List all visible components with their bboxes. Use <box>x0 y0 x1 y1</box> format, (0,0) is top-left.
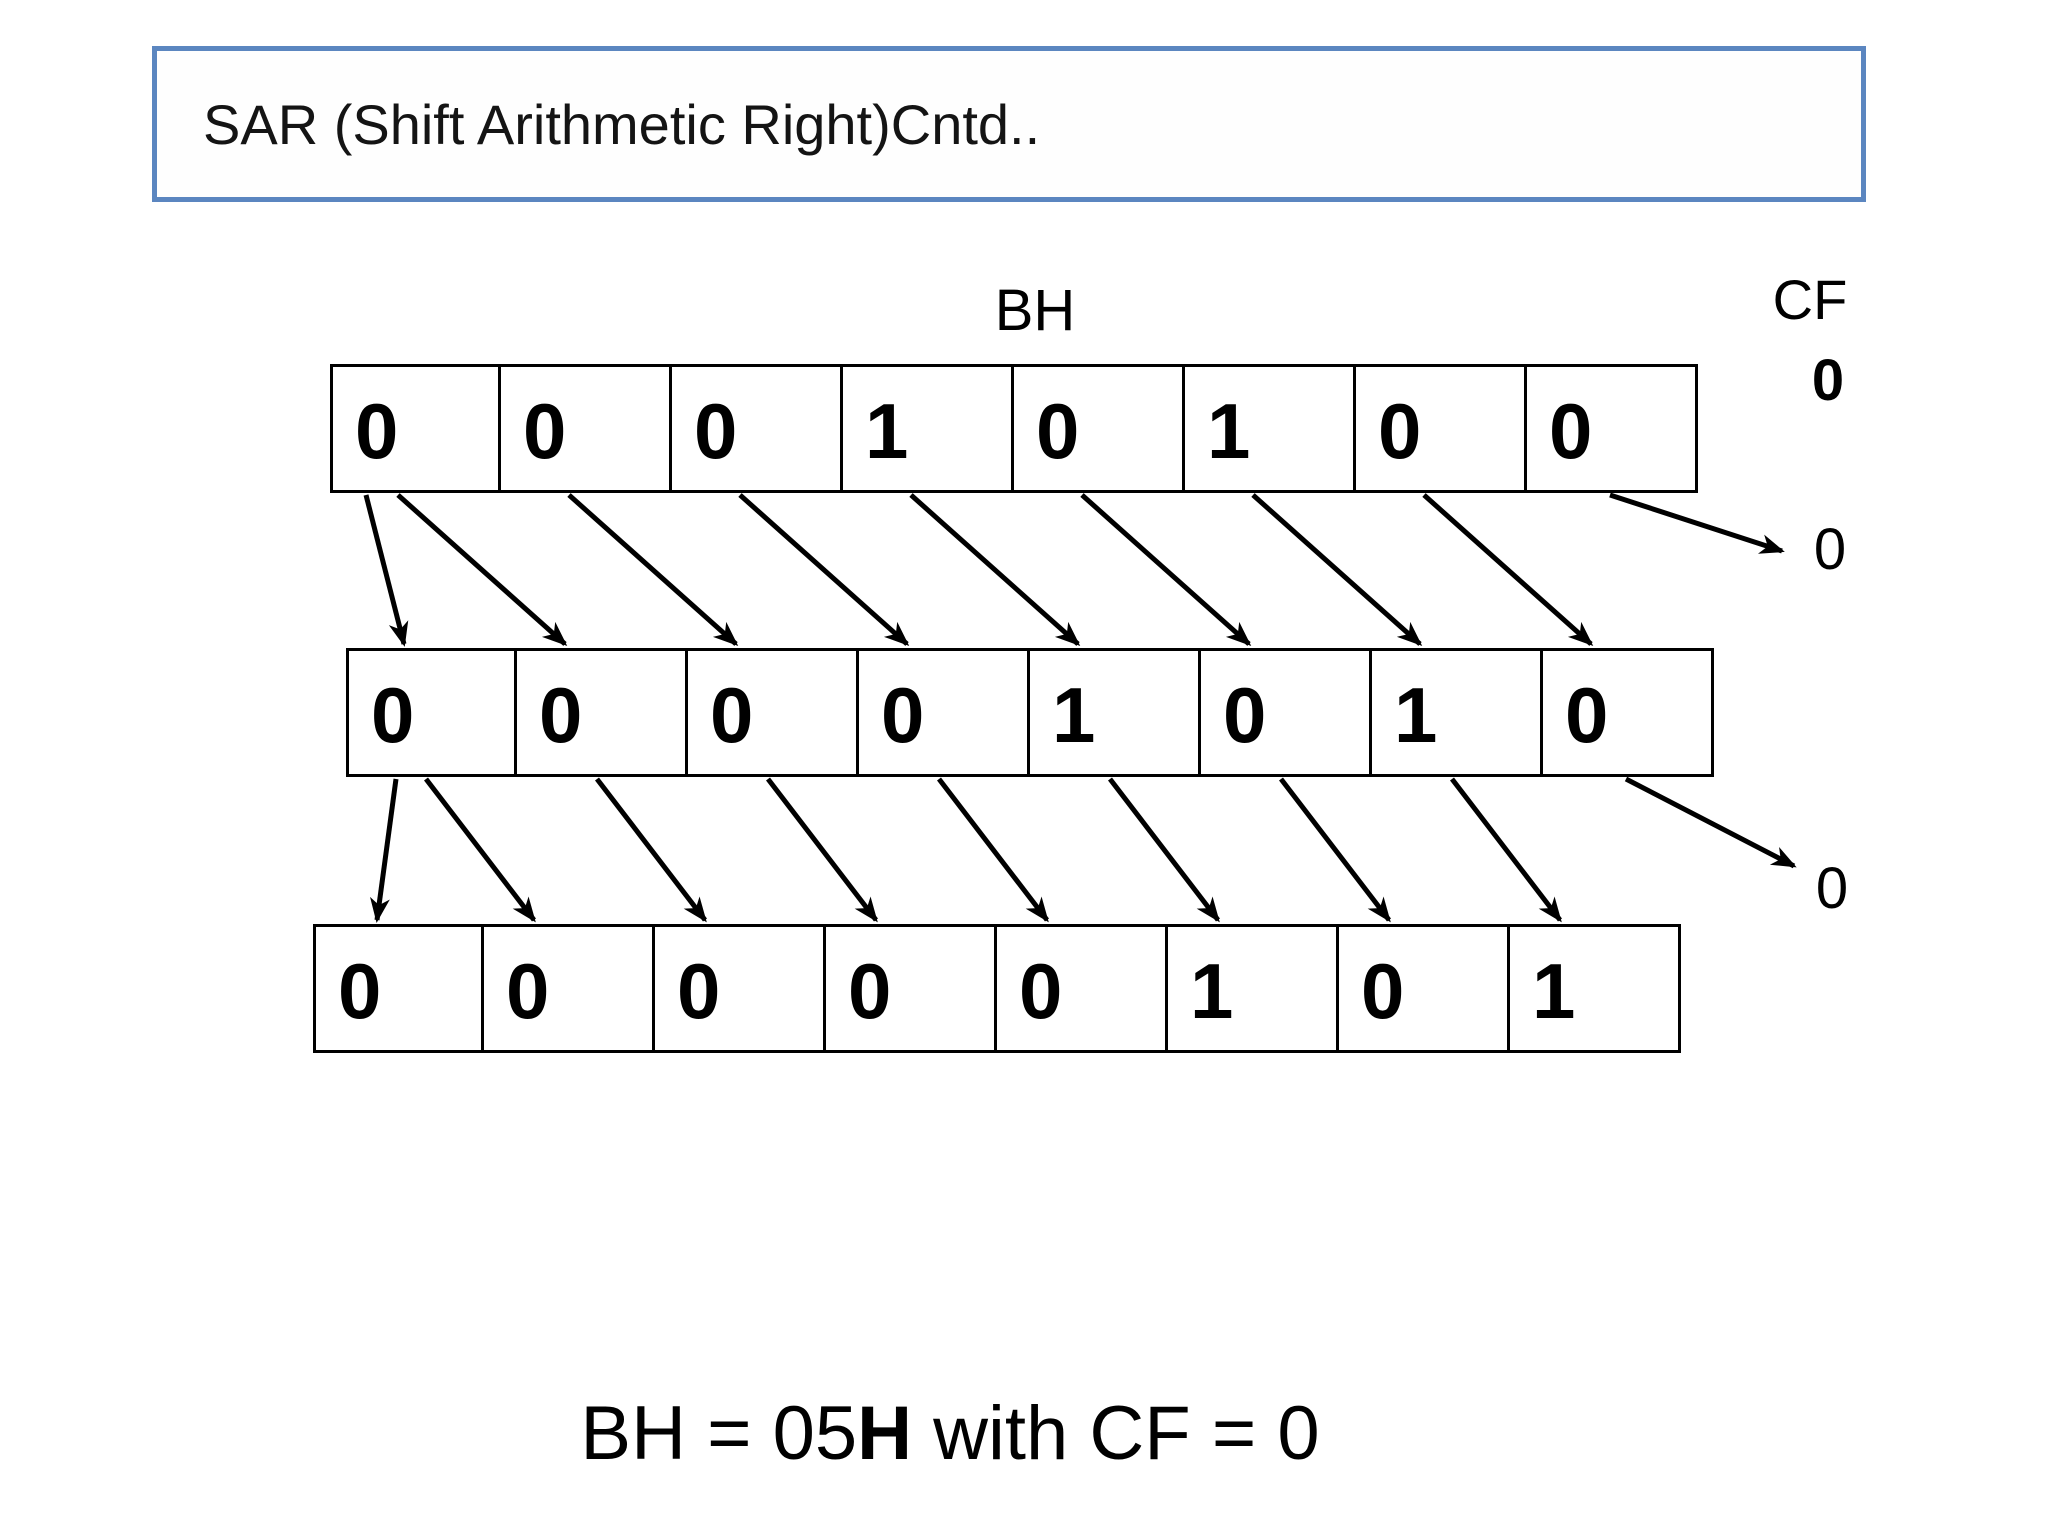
bit-value: 1 <box>865 386 909 475</box>
bit-cell: 0 <box>517 648 688 777</box>
bit-value: 0 <box>1361 946 1405 1035</box>
bit-value: 1 <box>1190 946 1234 1035</box>
bit-cell: 0 <box>859 648 1030 777</box>
bit-value: 0 <box>1378 386 1422 475</box>
bit-cell: 0 <box>313 924 484 1053</box>
shift-arrow <box>1450 777 1562 923</box>
bit-value: 0 <box>1019 946 1063 1035</box>
sign-extend-arrow <box>370 778 399 923</box>
bit-value: 1 <box>1207 386 1251 475</box>
carry-out-value-2: 0 <box>1815 856 1849 921</box>
shift-arrow <box>424 777 536 923</box>
bit-cell: 1 <box>1510 924 1681 1053</box>
shift-arrow <box>1279 777 1391 923</box>
bit-value: 0 <box>1549 386 1593 475</box>
bit-value: 0 <box>1565 670 1609 759</box>
shift-arrow <box>1251 493 1423 646</box>
result-bold-h: H <box>857 1391 913 1476</box>
register-label-bh: BH <box>994 278 1076 343</box>
bit-cell: 0 <box>688 648 859 777</box>
bit-cell: 0 <box>484 924 655 1053</box>
page-title: SAR (Shift Arithmetic Right)Cntd.. <box>203 92 1041 156</box>
bit-cell: 0 <box>1356 364 1527 493</box>
bit-value: 0 <box>1223 670 1267 759</box>
bit-value: 0 <box>694 386 738 475</box>
carry-out-value-1: 0 <box>1813 517 1847 582</box>
bit-value: 0 <box>506 946 550 1035</box>
shift-arrow <box>396 493 568 646</box>
bit-cell: 1 <box>843 364 1014 493</box>
shift-arrow <box>909 493 1081 646</box>
bit-value: 0 <box>338 946 382 1035</box>
title-box: SAR (Shift Arithmetic Right)Cntd.. <box>152 46 1866 202</box>
bit-cell: 0 <box>1201 648 1372 777</box>
result-line: BH = 05H with CF = 0 <box>80 1392 1820 1476</box>
bit-value: 0 <box>710 670 754 759</box>
bit-row-after-second-shift: 0 0 0 0 0 1 0 1 <box>313 924 1681 1053</box>
bit-value: 0 <box>881 670 925 759</box>
result-prefix: BH = 05 <box>580 1391 858 1476</box>
bit-value: 0 <box>677 946 721 1035</box>
bit-value: 1 <box>1532 946 1576 1035</box>
bit-cell: 0 <box>826 924 997 1053</box>
bit-cell: 0 <box>330 364 501 493</box>
bit-row-initial: 0 0 0 1 0 1 0 0 <box>330 364 1698 493</box>
bit-value: 0 <box>371 670 415 759</box>
bit-cell: 0 <box>1527 364 1698 493</box>
bit-value: 1 <box>1052 670 1096 759</box>
shift-arrow <box>595 777 707 923</box>
bit-cell: 0 <box>672 364 843 493</box>
shift-arrow <box>937 777 1049 923</box>
shift-arrow <box>1080 493 1252 646</box>
shift-arrow <box>738 493 910 646</box>
bit-value: 0 <box>539 670 583 759</box>
bit-value: 0 <box>523 386 567 475</box>
carry-flag-label-cf: CF <box>1772 268 1848 331</box>
shift-arrow <box>766 777 878 923</box>
bit-cell: 1 <box>1168 924 1339 1053</box>
sign-extend-arrow <box>363 494 409 647</box>
bit-cell: 0 <box>1339 924 1510 1053</box>
bit-cell: 0 <box>1543 648 1714 777</box>
bit-value: 0 <box>1036 386 1080 475</box>
bit-row-after-first-shift: 0 0 0 0 1 0 1 0 <box>346 648 1714 777</box>
bit-cell: 0 <box>501 364 672 493</box>
bit-cell: 0 <box>346 648 517 777</box>
bit-cell: 1 <box>1185 364 1356 493</box>
shift-arrow <box>567 493 739 646</box>
result-suffix: with CF = 0 <box>912 1391 1320 1476</box>
bit-value: 0 <box>848 946 892 1035</box>
bit-cell: 1 <box>1030 648 1201 777</box>
carry-flag-initial-value: 0 <box>1811 348 1845 413</box>
bit-value: 1 <box>1394 670 1438 759</box>
bit-value: 0 <box>355 386 399 475</box>
shift-arrow <box>1108 777 1220 923</box>
shift-arrow <box>1422 493 1594 646</box>
bit-cell: 1 <box>1372 648 1543 777</box>
carry-arrow <box>1624 776 1797 869</box>
bit-cell: 0 <box>997 924 1168 1053</box>
bit-cell: 0 <box>655 924 826 1053</box>
bit-cell: 0 <box>1014 364 1185 493</box>
